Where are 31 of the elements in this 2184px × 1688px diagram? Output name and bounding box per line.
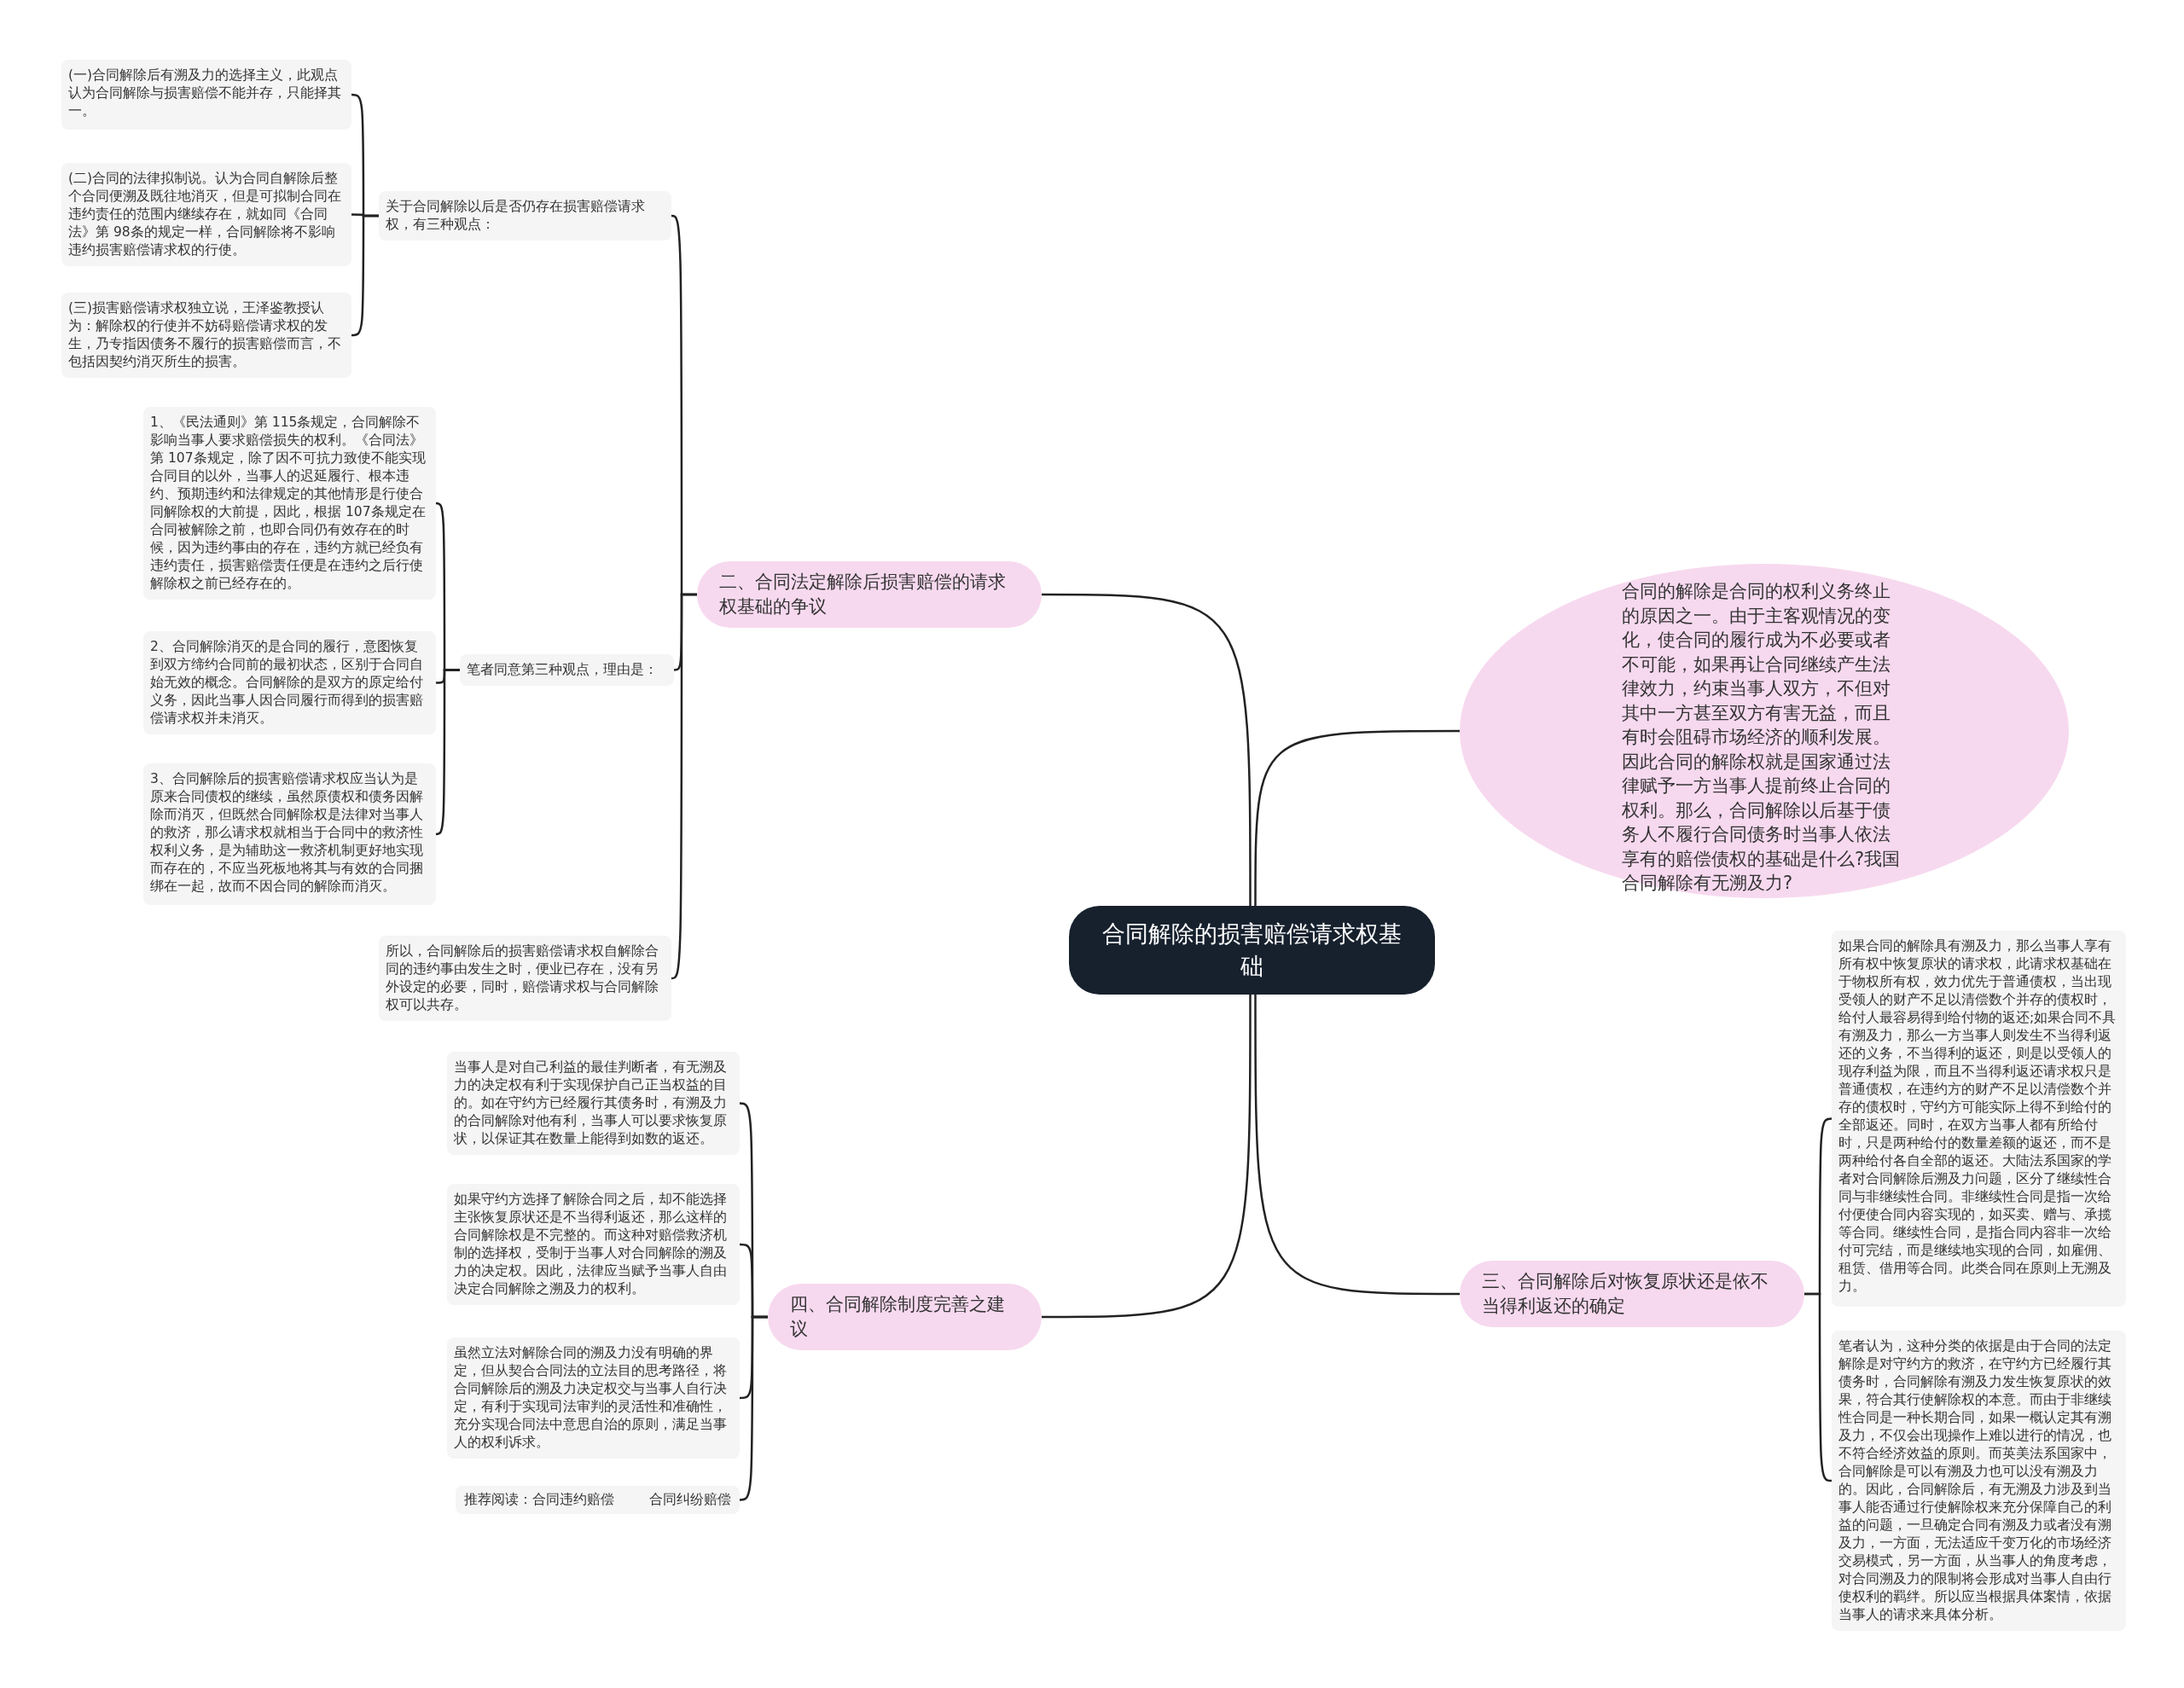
connector <box>1042 995 1252 1319</box>
note-box: 如果守约方选择了解除合同之后，却不能选择主张恢复原状还是不当得利返还，那么这样的合同解除权是不完整的。而这种对赔偿救济机制的选择权，受制于当事人对合同解除的溯及力的决定权。因此，法律应当赋予当事人自由决定合同解除之溯及力的权利。 <box>447 1184 740 1305</box>
reading-card <box>456 1486 740 1514</box>
connector <box>351 214 379 337</box>
intro-text: 合同的解除是合同的权利义务终止的原因之一。由于主客观情况的变化，使合同的履行成为不必要或者不可能，如果再让合同继续产生法律效力，约束当事人双方，不但对其中一方甚至双方有害无益，而且有时会阻碍市场经济的顺利发展。因此合同的解除权就是国家通过法律赋予一方当事人提前终止合同的权利。那么，合同解除以后基于债务人不履行合同债务时当事人依法享有的赔偿债权的基础是什么?我国合同解除有无溯及力? <box>1622 580 1902 895</box>
note-box: 3、合同解除后的损害赔偿请求权应当认为是原来合同债权的继续，虽然原债权和债务因解除而消灭，但既然合同解除权是法律对当事人的救济，那么请求权就相当于合同中的救济性权利义务，是为辅助这一救济机制更好地实现而存在的，不应当死板地将其与有效的合同捆绑在一起，故而不因合同的解除而消灭。 <box>143 763 436 905</box>
connector <box>671 593 697 980</box>
note-box: (一)合同解除后有溯及力的选择主义，此观点认为合同解除与损害赔偿不能并存，只能择其一。 <box>61 60 351 130</box>
note-box: 虽然立法对解除合同的溯及力没有明确的界定，但从契合合同法的立法目的思考路径，将合同解除后的溯及力决定权交与当事人自行决定，有利于实现司法审判的灵活性和准确性，充分实现合同法中意思自治的原则，满足当事人的权利诉求。 <box>447 1337 740 1459</box>
reading-link: 推荐阅读：合同违约赔偿 <box>464 1491 614 1509</box>
connector <box>739 1315 768 1501</box>
note-box: 1、《民法通则》第 115条规定，合同解除不影响当事人要求赔偿损失的权利。《合同法》第 107条规定，除了因不可抗力致使不能实现合同目的以外，当事人的迟延履行、根本违约、预期违约和法律规定的其他情形是行使合同解除权的大前提，因此，根据 107条规定在合同被解除之前，也即合同仍有效存在的时候，因为违约事由的存在，违约方就已经负有违约责任，损害赔偿责任便是在违约之后行使解除权之前已经存在的。 <box>143 407 436 600</box>
note-box: 当事人是对自己利益的最佳判断者，有无溯及力的决定权有利于实现保护自己正当权益的目的。如在守约方已经履行其债务时，有溯及力的合同解除对他有利，当事人可以要求恢复原状，以保证其在数量上能得到如数的返还。 <box>447 1052 740 1155</box>
note-box: 笔者认为，这种分类的依据是由于合同的法定解除是对守约方的救济，在守约方已经履行其债务时，合同解除有溯及力发生恢复原状的效果，符合其行使解除权的本意。而由于非继续性合同是一种长期合同，如果一概认定其有溯及力，不仅会出现操作上难以进行的情况，也不符合经济效益的原则。而英美法系国家中，合同解除是可以有溯及力也可以没有溯及力的。因此，合同解除后，有无溯及力涉及到当事人能否通过行使解除权来充分保障自己的利益的问题，一旦确定合同有溯及力或者没有溯及力，一方面，无法适应千变万化的市场经济交易模式，另一方面，从当事人的角度考虑，对合同溯及力的限制将会形成对当事人自由行使权利的羁绊。所以应当根据具体案情，依据当事人的请求来具体分析。 <box>1832 1331 2126 1631</box>
note-box: (三)损害赔偿请求权独立说，王泽鉴教授认为：解除权的行使并不妨碍赔偿请求权的发生，乃专指因债务不履行的损害赔偿而言，不包括因契约消灭所生的损害。 <box>61 293 351 378</box>
connector <box>1042 593 1252 906</box>
note-box: (二)合同的法律拟制说。认为合同自解除后整个合同便溯及既往地消灭，但是可拟制合同在违约责任的范围内继续存在，就如同《合同法》第 98条的规定一样，合同解除将不影响违约损害赔偿请求权的行使。 <box>61 163 351 266</box>
note-box: 关于合同解除以后是否仍存在损害赔偿请求权，有三种观点： <box>379 191 671 241</box>
connector <box>1804 1292 1833 1482</box>
central-topic-box: 合同解除的损害赔偿请求权基础 <box>1069 906 1435 995</box>
note-box: 笔者同意第三种观点，理由是： <box>460 654 674 686</box>
reading-link: 合同纠纷赔偿 <box>649 1491 731 1509</box>
connector <box>435 669 460 836</box>
branch-topic-box: 二、合同法定解除后损害赔偿的请求权基础的争议 <box>697 561 1042 628</box>
note-box: 所以，合同解除后的损害赔偿请求权自解除合同的违约事由发生之时，便业已存在，没有另外设定的必要，同时，赔偿请求权与合同解除权可以共存。 <box>379 936 671 1021</box>
connector <box>1254 729 1460 906</box>
branch-topic-box: 四、合同解除制度完善之建议 <box>768 1284 1042 1350</box>
note-box: 如果合同的解除具有溯及力，那么当事人享有所有权中恢复原状的请求权，此请求权基础在于物权所有权，效力优先于普通债权，当出现受领人的财产不足以清偿数个并存的债权时，给付人最容易得到给付物的返还;如果合同不具有溯及力，那么一方当事人则发生不当得利返还的义务，不当得利的返还，则是以受领人的现存利益为限，而且不当得利返还请求权只是普通债权，在违约方的财产不足以清偿数个并存的债权时，守约方可能实际上得不到给付的全部返还。同时，在双方当事人都有所给付时，只是两种给付的数量差额的返还，而不是两种给付各自全部的返还。大陆法系国家的学者对合同解除后溯及力问题，区分了继续性合同与非继续性合同。非继续性合同是指一次给付便使合同内容实现的，如买卖、赠与、承揽等合同。继续性合同，是指合同内容非一次给付可完结，而是继续地实现的合同，如雇佣、租赁、借用等合同。此类合同在原则上无溯及力。 <box>1832 931 2126 1307</box>
connector <box>1254 995 1460 1296</box>
branch-topic-box: 三、合同解除后对恢复原状还是依不当得利返还的确定 <box>1460 1261 1804 1327</box>
note-box: 2、合同解除消灭的是合同的履行，意图恢复到双方缔约合同前的最初状态，区别于合同自始无效的概念。合同解除的是双方的原定给付义务，因此当事人因合同履行而得到的损害赔偿请求权并未消灭。 <box>143 631 436 734</box>
